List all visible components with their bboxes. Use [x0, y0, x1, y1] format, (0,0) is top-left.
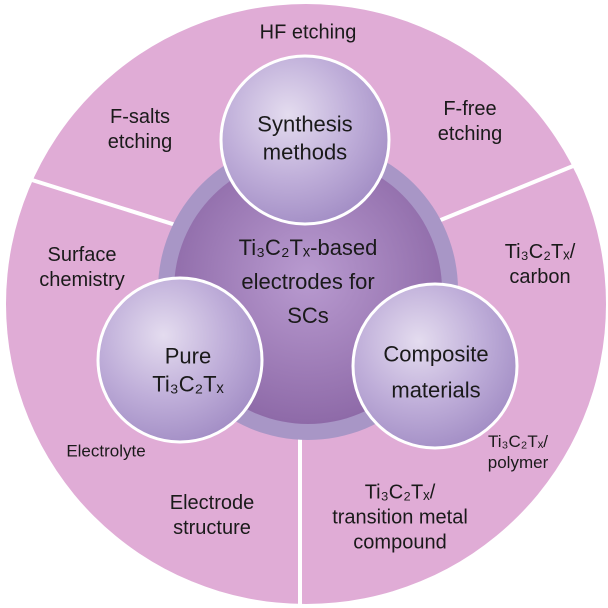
center-line-2: electrodes for: [241, 268, 375, 294]
node-synthesis-methods: Synthesis methods: [257, 111, 352, 166]
label-f-salts-line-2: etching: [107, 131, 173, 153]
label-ti3c2tx-polymer: Ti₃C₂Tₓ/ polymer: [488, 431, 548, 474]
label-tmc-line-1: Ti₃C₂Tₓ/: [364, 481, 436, 504]
label-f-salts-line-1: F-salts: [110, 106, 170, 128]
node-synthesis-line-2: methods: [262, 139, 348, 164]
center-title: Ti₃C₂Tₓ-based electrodes for SCs: [239, 231, 378, 333]
label-surface-line-1: Surface: [47, 244, 117, 266]
label-electrode-structure: Electrode structure: [170, 491, 255, 541]
node-pure-line-2: Ti₃C₂Tₓ: [152, 371, 224, 396]
label-electrode-line-1: Electrode: [169, 492, 255, 514]
node-composite-materials: Composite materials: [383, 337, 488, 410]
node-composite-line-1: Composite: [383, 341, 489, 367]
label-tmc-line-3: compound: [353, 531, 447, 554]
label-ti3c2tx-transition-metal-compound: Ti₃C₂Tₓ/ transition metal compound: [332, 481, 468, 556]
bubble-pure: [96, 276, 264, 444]
label-carbon-line-2: carbon: [509, 266, 571, 288]
label-f-free-line-2: etching: [437, 123, 503, 145]
separator-left: [31, 178, 199, 234]
label-carbon-line-1: Ti₃C₂Tₓ/: [504, 241, 576, 263]
bubble-synthesis: [219, 54, 391, 226]
label-ti3c2tx-carbon: Ti₃C₂Tₓ/ carbon: [505, 240, 576, 290]
label-f-salts-etching: F-salts etching: [108, 105, 173, 155]
label-f-free-etching: F-free etching: [438, 97, 503, 147]
node-pure-ti3c2tx: Pure Ti₃C₂Tₓ: [152, 343, 224, 398]
label-tmc-line-2: transition metal: [332, 506, 468, 529]
label-electrode-line-2: structure: [173, 517, 251, 539]
node-composite-line-2: materials: [391, 378, 481, 403]
label-hf-etching: HF etching: [259, 21, 357, 44]
node-synthesis-line-1: Synthesis: [257, 111, 353, 137]
bubble-composite: [351, 282, 519, 450]
label-surface-line-2: chemistry: [39, 269, 125, 291]
label-f-free-line-1: F-free: [443, 98, 497, 120]
label-surface-chemistry: Surface chemistry: [39, 243, 125, 293]
center-line-3: SCs: [287, 303, 329, 329]
center-line-1: Ti₃C₂Tₓ-based: [238, 234, 378, 260]
label-electrolyte: Electrolyte: [66, 441, 146, 461]
separator-right: [425, 162, 579, 228]
node-pure-line-1: Pure: [164, 343, 212, 369]
label-polymer-line-1: Ti₃C₂Tₓ/: [487, 431, 548, 451]
label-polymer-line-2: polymer: [487, 453, 549, 472]
